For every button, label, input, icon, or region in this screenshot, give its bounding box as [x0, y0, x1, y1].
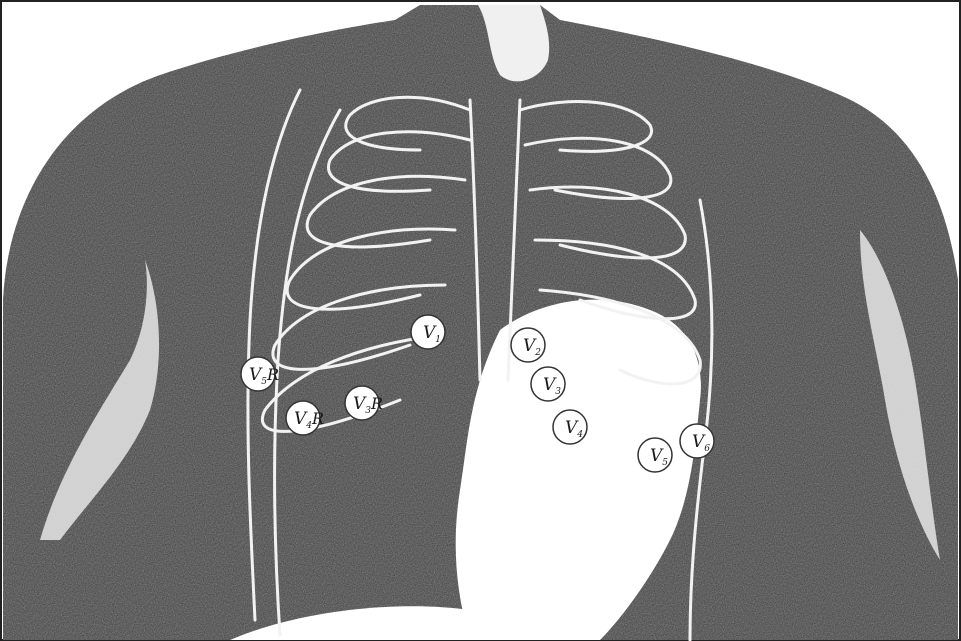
electrode-v6: V6	[680, 424, 714, 458]
electrode-v5: V5	[638, 438, 672, 472]
electrode-v1: V1	[411, 315, 445, 349]
electrode-v4: V4	[553, 410, 587, 444]
electrode-v3: V3	[531, 367, 565, 401]
electrode-v2: V2	[511, 328, 545, 362]
